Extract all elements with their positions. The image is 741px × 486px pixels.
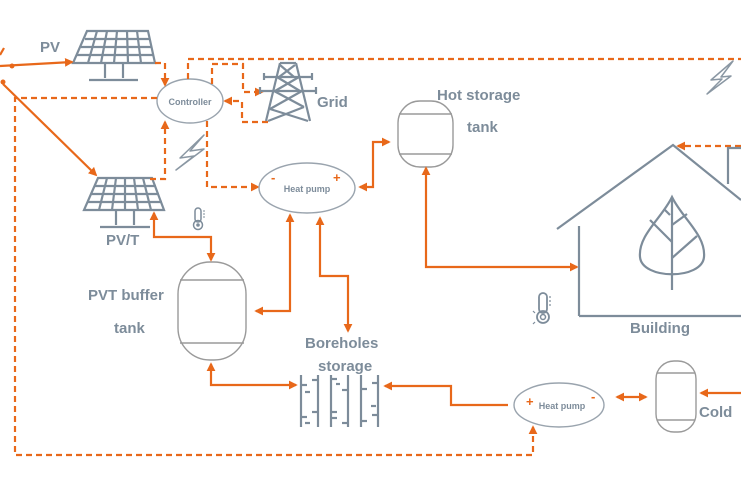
- cold-label: Cold: [699, 404, 732, 421]
- bottom-heatpump-boreholes-flow: [383, 381, 508, 407]
- boreholes-label-line1: Boreholes: [305, 335, 378, 352]
- pvt-buffer-tank-icon: [177, 261, 247, 361]
- grid-to-controller-link: [223, 96, 268, 124]
- sun-rays-icon: [0, 47, 6, 85]
- pvt-label: PV/T: [106, 232, 139, 249]
- thermometer-icon: [532, 292, 551, 325]
- buffer-boreholes-flow: [206, 362, 298, 390]
- heat-pump-bottom-label: Heat pump: [539, 401, 586, 411]
- thermometer-icon: [192, 207, 205, 231]
- controller-node: [156, 78, 224, 124]
- heat-pump-bottom-minus: -: [591, 389, 595, 404]
- controller-to-grid-link: [210, 62, 264, 97]
- solar-panel-icon: [71, 29, 157, 82]
- heatpump-buffer-flow: [254, 213, 295, 316]
- pvt-panel-icon: [82, 176, 166, 229]
- cold-tank-icon: [655, 360, 697, 433]
- pvt-buffer-flow: [149, 211, 216, 262]
- heat-pump-top-minus: -: [271, 170, 275, 185]
- controller-to-top-heatpump-link: [205, 121, 260, 192]
- heat-pump-top-plus: +: [333, 170, 341, 185]
- borehole-icon: [299, 375, 380, 427]
- hot-storage-label-line1: Hot storage: [437, 87, 520, 104]
- heat-pump-bottom-plus: +: [526, 394, 534, 409]
- heatpump-boreholes-flow: [315, 216, 353, 333]
- hot-storage-building-flow: [421, 166, 579, 272]
- heat-pump-bottom-node: [513, 382, 605, 428]
- pvt-to-controller-link: [150, 120, 170, 181]
- building-label: Building: [630, 320, 690, 337]
- controller-label: Controller: [168, 97, 211, 107]
- pv-to-controller-link: [155, 61, 170, 87]
- controller-to-building-link: [186, 57, 741, 79]
- hot-storage-label-line2: tank: [467, 119, 499, 136]
- lightning-bolt-icon: [175, 134, 205, 171]
- controller-to-bottom-heatpump-link: [13, 96, 538, 457]
- heatpump-hot-storage-flow: [358, 137, 391, 192]
- hot-storage-tank-icon: [397, 100, 454, 168]
- pvt-buffer-label-line2: tank: [114, 320, 146, 337]
- heat-pump-top-node: [258, 162, 356, 214]
- pv-label: PV: [40, 39, 60, 56]
- boreholes-label-line2: storage: [318, 358, 372, 375]
- pvt-buffer-label-line1: PVT buffer: [88, 287, 164, 304]
- leaf-icon: [638, 194, 706, 290]
- heat-pump-top-label: Heat pump: [284, 184, 331, 194]
- house-icon: [556, 143, 741, 318]
- sun-to-pv-flow: [0, 57, 74, 69]
- lightning-bolt-icon: [706, 60, 734, 95]
- grid-label: Grid: [317, 94, 348, 111]
- sun-to-pvt-flow: [2, 83, 98, 177]
- transmission-tower-icon: [258, 61, 318, 123]
